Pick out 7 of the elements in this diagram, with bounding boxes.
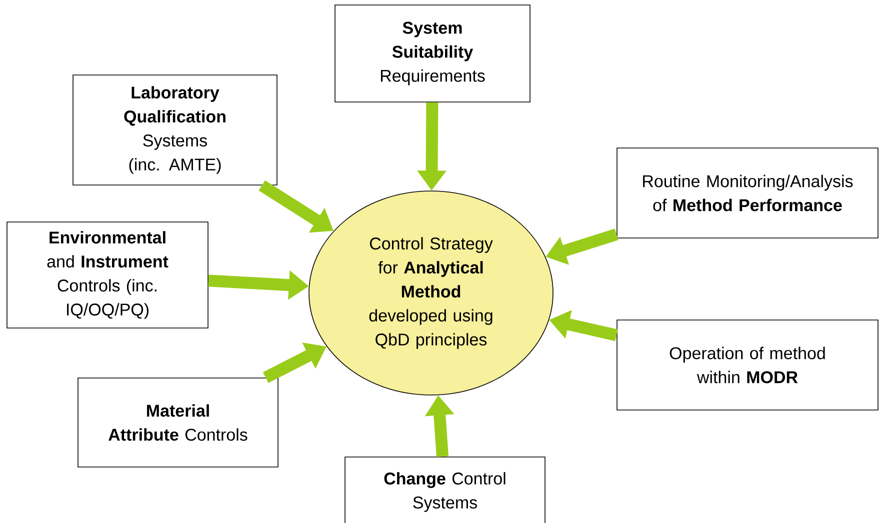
text-box: Material Attribute Controls bbox=[78, 378, 278, 468]
text-box: Routine Monitoring/Analysis of Method Performance bbox=[616, 148, 878, 238]
text-box: Change Control Systems bbox=[344, 456, 546, 523]
text-box: Laboratory Qualification Systems (inc. AMTE) bbox=[72, 74, 278, 186]
text-box: System Suitability Requirements bbox=[334, 4, 530, 102]
text-box: Environmental and Instrument Controls (inc. IQ/OQ/PQ) bbox=[6, 222, 208, 328]
text-box: Operation of method within MODR bbox=[616, 320, 878, 410]
